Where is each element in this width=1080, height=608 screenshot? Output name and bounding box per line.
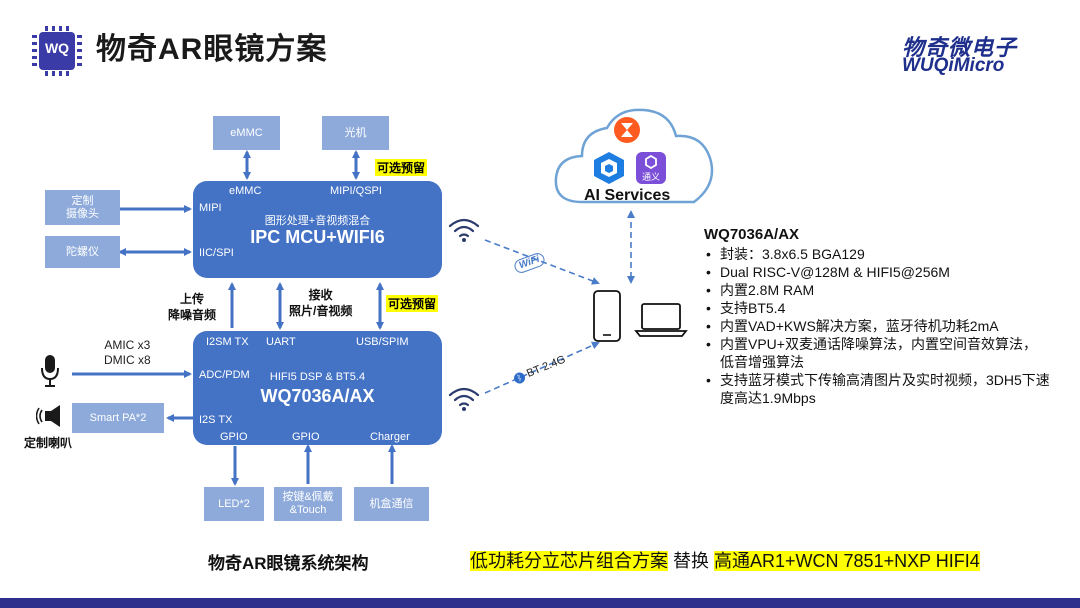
spec-list: 封装：3.8x6.5 BGA129 Dual RISC-V@128M & HIF… — [704, 245, 1050, 407]
wq-iface-gpio-1: GPIO — [220, 431, 248, 443]
spec-panel: WQ7036A/AX 封装：3.8x6.5 BGA129 Dual RISC-V… — [704, 226, 1050, 407]
tongyi-icon: 通义 — [636, 152, 666, 184]
optional-reserve-top: 可选预留 — [375, 159, 428, 176]
ipc-iface-mipi-qspi: MIPI/QSPI — [330, 185, 382, 197]
ai-services-label: AI Services — [584, 187, 671, 204]
ipc-iface-mipi: MIPI — [199, 202, 222, 214]
spec-item: 内置VAD+KWS解决方案，蓝牙待机功耗2mA — [704, 317, 1050, 335]
brand-name-en: WUQiMicro — [902, 55, 1005, 76]
smart-pa-box: Smart PA*2 — [72, 403, 164, 433]
led-box: LED*2 — [204, 487, 264, 521]
buttons-touch-box: 按键&佩戴 &Touch — [274, 487, 342, 521]
spec-item: 支持蓝牙模式下传输高清图片及实时视频，3DH5下速度高达1.9Mbps — [704, 371, 1050, 407]
upload-label: 上传 降噪音频 — [168, 292, 217, 322]
ipc-chip-name: IPC MCU+WIFI6 — [250, 227, 385, 247]
wq-chip-name: WQ7036A/AX — [260, 386, 375, 406]
ipc-iface-emmc: eMMC — [229, 185, 262, 197]
spec-item: 内置2.8M RAM — [704, 281, 1050, 299]
wq-iface-gpio-2: GPIO — [292, 431, 320, 443]
wq-iface-charger: Charger — [370, 431, 410, 443]
cube-logo-icon — [594, 152, 624, 184]
logo-badge: WQ — [44, 40, 70, 56]
cloud-icon — [554, 108, 714, 204]
spec-item: 支持BT5.4 — [704, 299, 1050, 317]
ipc-iface-iic: IIC/SPI — [199, 247, 234, 259]
brand-name-cn: 物奇微电子 — [902, 35, 1018, 60]
wq-iface-i2s: I2S TX — [199, 414, 233, 426]
optics-box: 光机 — [322, 116, 389, 150]
optional-reserve-mid: 可选预留 — [386, 295, 439, 312]
footer-bar — [0, 598, 1080, 608]
wifi-icon — [448, 218, 480, 242]
emmc-box: eMMC — [213, 116, 280, 150]
wq-iface-uart: UART — [266, 336, 296, 348]
ipc-subtitle: 图形处理+音视频混合 — [264, 215, 371, 227]
mic-spec-label: AMIC x3 DMIC x8 — [104, 338, 151, 367]
camera-box: 定制 摄像头 — [45, 190, 120, 225]
speaker-label: 定制喇叭 — [24, 436, 73, 450]
wq-iface-usb: USB/SPIM — [356, 336, 409, 348]
wq7036-chip: I2SM TX UART USB/SPIM ADC/PDM I2S TX GPI… — [193, 331, 442, 445]
wq-logo-icon — [32, 26, 82, 76]
microphone-icon — [41, 355, 59, 387]
wq-subtitle: HIFI5 DSP & BT5.4 — [269, 371, 366, 383]
highlight-competitor: 高通AR1+WCN 7851+NXP HIFI4 — [714, 551, 980, 571]
replace-word: 替换 — [668, 551, 715, 571]
spec-item: Dual RISC-V@128M & HIFI5@256M — [704, 263, 1050, 281]
ipc-mcu-chip: eMMC MIPI/QSPI MIPI IIC/SPI 图形处理+音视频混合 I… — [193, 181, 442, 278]
speaker-icon — [36, 405, 60, 427]
wq-iface-adc: ADC/PDM — [199, 369, 250, 381]
wq-iface-i2sm: I2SM TX — [206, 336, 249, 348]
spec-item: 封装：3.8x6.5 BGA129 — [704, 245, 1050, 263]
spec-title: WQ7036A/AX — [704, 226, 800, 243]
case-comm-box: 机盒通信 — [354, 487, 429, 521]
diagram-caption: 物奇AR眼镜系统架构 — [208, 554, 369, 573]
app-hourglass-icon — [614, 117, 640, 143]
receive-label: 接收 照片/音视频 — [289, 288, 353, 318]
gyro-box: 陀螺仪 — [45, 236, 120, 268]
tongyi-glyph-icon — [645, 155, 657, 169]
devices-icon — [593, 290, 688, 342]
spec-item: 内置VPU+双麦通话降噪算法，内置空间音效算法，低音增强算法 — [704, 335, 1050, 371]
replacement-note: 低功耗分立芯片组合方案 替换 高通AR1+WCN 7851+NXP HIFI4 — [470, 547, 980, 573]
tongyi-label: 通义 — [641, 172, 660, 182]
wireless-icon — [448, 387, 480, 411]
highlight-solution: 低功耗分立芯片组合方案 — [470, 551, 668, 571]
page-title: 物奇AR眼镜方案 — [96, 33, 328, 66]
